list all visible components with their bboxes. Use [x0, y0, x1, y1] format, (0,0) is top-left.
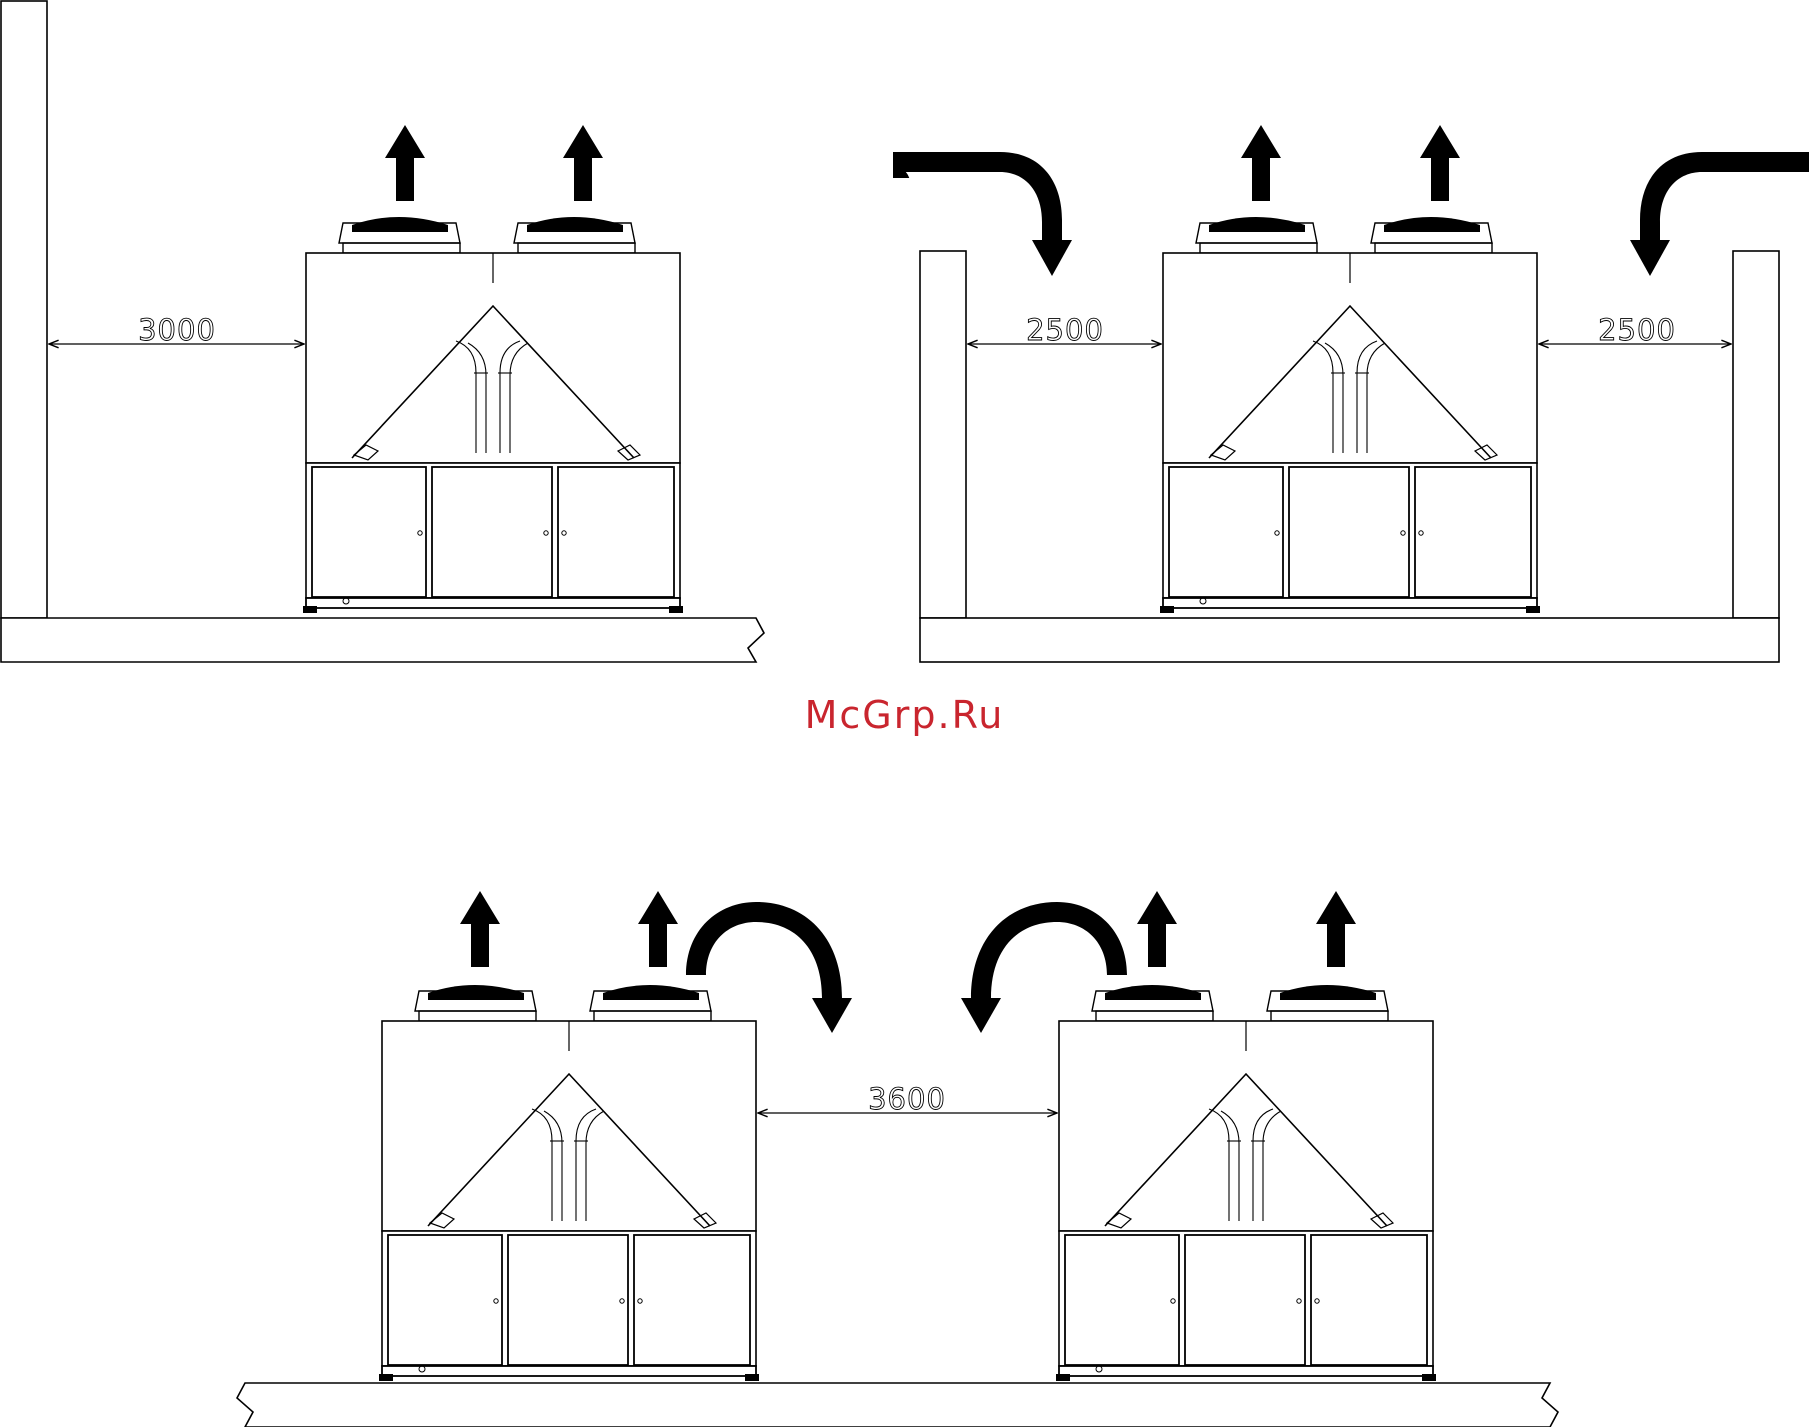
ground-slab [1, 618, 764, 662]
mask [856, 178, 936, 248]
intake-arrow-icon [1630, 152, 1809, 276]
mask [840, 150, 893, 180]
panel-3: 3600 [237, 891, 1558, 1427]
chiller-unit-right [1056, 985, 1436, 1381]
clearance-label: 3600 [868, 1082, 946, 1116]
airflow-arrow-icon [1241, 125, 1281, 201]
airflow-arrow-icon [1420, 125, 1460, 201]
panel-2 [840, 125, 1779, 662]
wall-right [1733, 251, 1779, 618]
ground-slab [237, 1383, 1558, 1427]
wall-left [920, 251, 966, 618]
clearance-label: 2500 [1026, 313, 1104, 347]
clearance-label: 2500 [1598, 313, 1676, 347]
panel-1: 3000 [1, 1, 764, 662]
wall-left [1, 1, 47, 618]
airflow-arrow-icon [638, 891, 678, 967]
chiller-unit [303, 217, 683, 613]
airflow-arrow-icon [1316, 891, 1356, 967]
airflow-arrow-icon [1137, 891, 1177, 967]
recirculation-arrow-icon [961, 902, 1127, 1033]
airflow-arrow-icon [460, 891, 500, 967]
ground-slab [920, 618, 1779, 662]
chiller-unit-left [379, 985, 759, 1381]
airflow-arrow-icon [385, 125, 425, 201]
clearance-label: 3000 [138, 313, 216, 347]
airflow-arrow-icon [563, 125, 603, 201]
chiller-unit [1160, 217, 1540, 613]
